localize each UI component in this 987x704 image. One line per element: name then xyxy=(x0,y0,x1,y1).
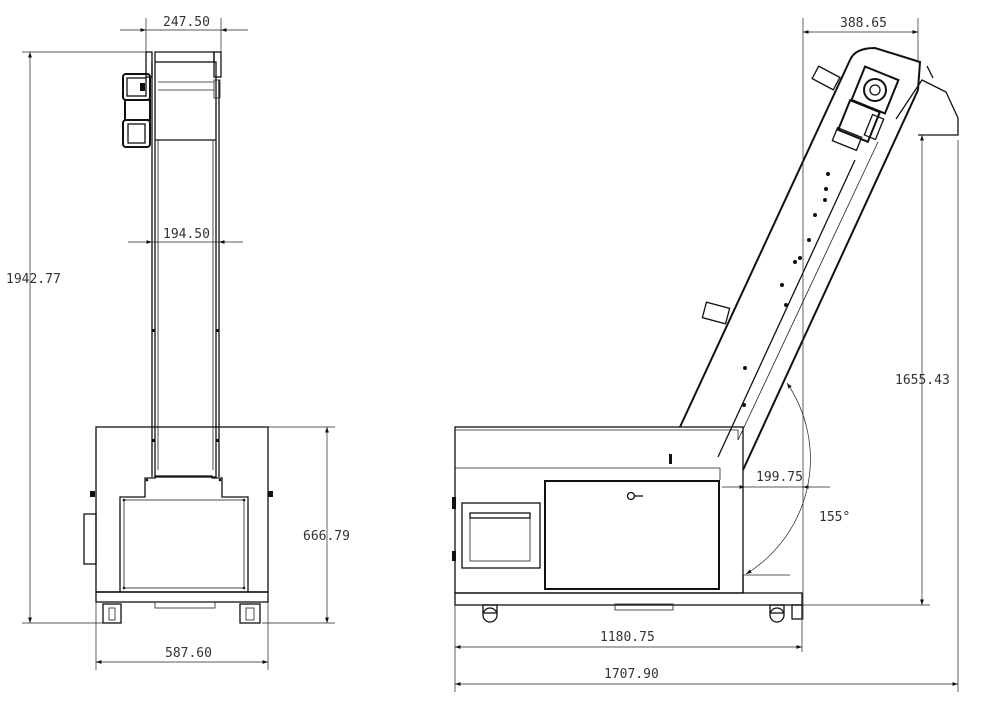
conveyor-bolts xyxy=(742,172,830,407)
dim-side-angle: 155° xyxy=(819,510,850,525)
front-side-handle xyxy=(83,513,97,565)
front-base-cabinet xyxy=(95,426,269,593)
front-belt-column xyxy=(154,61,217,478)
dim-front-base-height: 666.79 xyxy=(303,529,350,544)
dim-side-total-length: 1707.90 xyxy=(604,667,659,682)
dim-side-top-offset: 388.65 xyxy=(840,16,887,31)
front-view xyxy=(83,51,273,624)
front-dimensions: 247.50 194.50 1942.77 666.79 587.60 xyxy=(6,15,350,670)
dim-side-height: 1655.43 xyxy=(895,373,950,388)
front-wheel-left xyxy=(102,603,122,624)
side-view xyxy=(452,46,959,623)
side-wheel-right xyxy=(769,604,803,623)
front-access-panel xyxy=(119,475,249,592)
side-inclined-conveyor xyxy=(679,46,959,471)
side-wheel-left xyxy=(482,604,498,623)
front-motor xyxy=(122,73,151,148)
dim-front-total-height: 1942.77 xyxy=(6,272,61,287)
front-wheel-right xyxy=(239,603,261,624)
side-door xyxy=(461,502,541,569)
dim-side-base-length: 1180.75 xyxy=(600,630,655,645)
dim-side-discharge: 199.75 xyxy=(756,470,803,485)
dim-front-top-width: 247.50 xyxy=(163,15,210,30)
dim-front-belt-width: 194.50 xyxy=(163,227,210,242)
dim-front-base-width: 587.60 xyxy=(165,646,212,661)
side-drawer xyxy=(544,480,720,590)
discharge-chute xyxy=(895,79,959,136)
side-motor xyxy=(831,65,900,152)
side-dimensions: 388.65 1655.43 199.75 155° 1180.75 1707.… xyxy=(454,16,959,692)
